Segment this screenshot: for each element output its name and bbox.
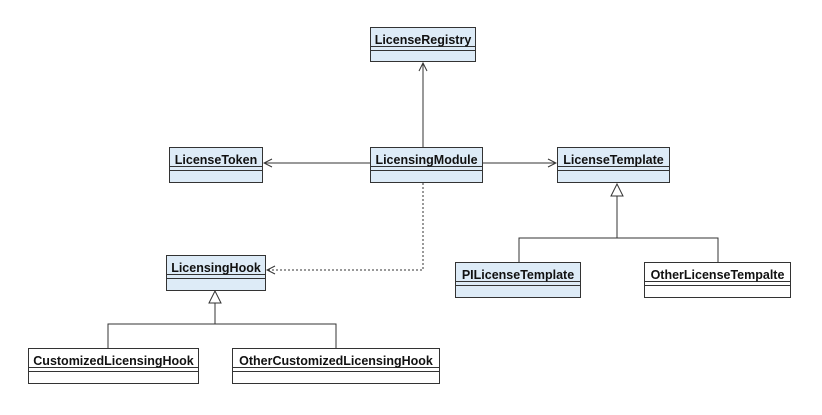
class-name: LicenseRegistry	[371, 28, 475, 47]
operations-compartment	[371, 51, 475, 55]
class-license-token[interactable]: LicenseToken	[169, 147, 263, 183]
class-other-license-tempalte[interactable]: OtherLicenseTempalte	[644, 262, 791, 298]
generalization-triangle-license-template	[610, 182, 624, 197]
operations-compartment	[167, 279, 265, 283]
class-name: OtherLicenseTempalte	[645, 263, 790, 282]
class-license-template[interactable]: LicenseTemplate	[557, 147, 670, 183]
attributes-compartment	[371, 47, 475, 51]
class-name: PILicenseTemplate	[456, 263, 580, 282]
class-licensing-hook[interactable]: LicensingHook	[166, 255, 266, 291]
attributes-compartment	[233, 368, 439, 372]
class-pil-license-template[interactable]: PILicenseTemplate	[455, 262, 581, 298]
attributes-compartment	[29, 368, 198, 372]
class-name: LicenseToken	[170, 148, 262, 167]
class-other-customized-licensing-hook[interactable]: OtherCustomizedLicensingHook	[232, 348, 440, 384]
attributes-compartment	[167, 275, 265, 279]
operations-compartment	[170, 171, 262, 175]
class-customized-licensing-hook[interactable]: CustomizedLicensingHook	[28, 348, 199, 384]
operations-compartment	[558, 171, 669, 175]
class-name: LicenseTemplate	[558, 148, 669, 167]
generalization-tree-license-template	[518, 237, 719, 262]
attributes-compartment	[645, 282, 790, 286]
class-licensing-module[interactable]: LicensingModule	[370, 147, 483, 183]
operations-compartment	[233, 372, 439, 376]
operations-compartment	[29, 372, 198, 376]
class-license-registry[interactable]: LicenseRegistry	[370, 27, 476, 62]
operations-compartment	[645, 286, 790, 290]
class-name: LicensingModule	[371, 148, 482, 167]
generalization-triangle-licensing-hook	[208, 289, 222, 304]
generalization-tree-licensing-hook	[107, 323, 337, 348]
dependency-module-hook	[267, 183, 424, 270]
class-name: LicensingHook	[167, 256, 265, 275]
operations-compartment	[456, 286, 580, 290]
attributes-compartment	[371, 167, 482, 171]
class-name: OtherCustomizedLicensingHook	[233, 349, 439, 368]
class-name: CustomizedLicensingHook	[29, 349, 198, 368]
attributes-compartment	[170, 167, 262, 171]
attributes-compartment	[456, 282, 580, 286]
operations-compartment	[371, 171, 482, 175]
attributes-compartment	[558, 167, 669, 171]
